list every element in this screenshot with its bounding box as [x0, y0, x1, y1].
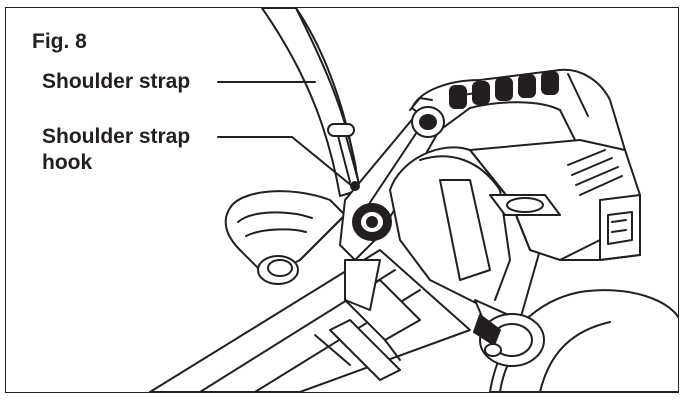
strap-hook-pivot [352, 203, 392, 241]
shoulder-strap-hook-label: Shoulder strap hook [42, 124, 190, 176]
front-housing [469, 139, 641, 261]
shoulder-strap-label: Shoulder strap [42, 70, 191, 93]
rear-handle [224, 190, 346, 285]
pivot-knob [409, 97, 445, 138]
blower-tube [149, 249, 471, 392]
top-handle [411, 68, 626, 151]
hook-label-line-2: hook [42, 151, 93, 174]
hook-leader-line-diagonal [291, 136, 353, 187]
strap-clip [327, 123, 360, 191]
hook-label-line-1: Shoulder strap [42, 125, 191, 148]
figure-number: Fig. 8 [32, 30, 87, 53]
figure-frame [5, 7, 679, 393]
